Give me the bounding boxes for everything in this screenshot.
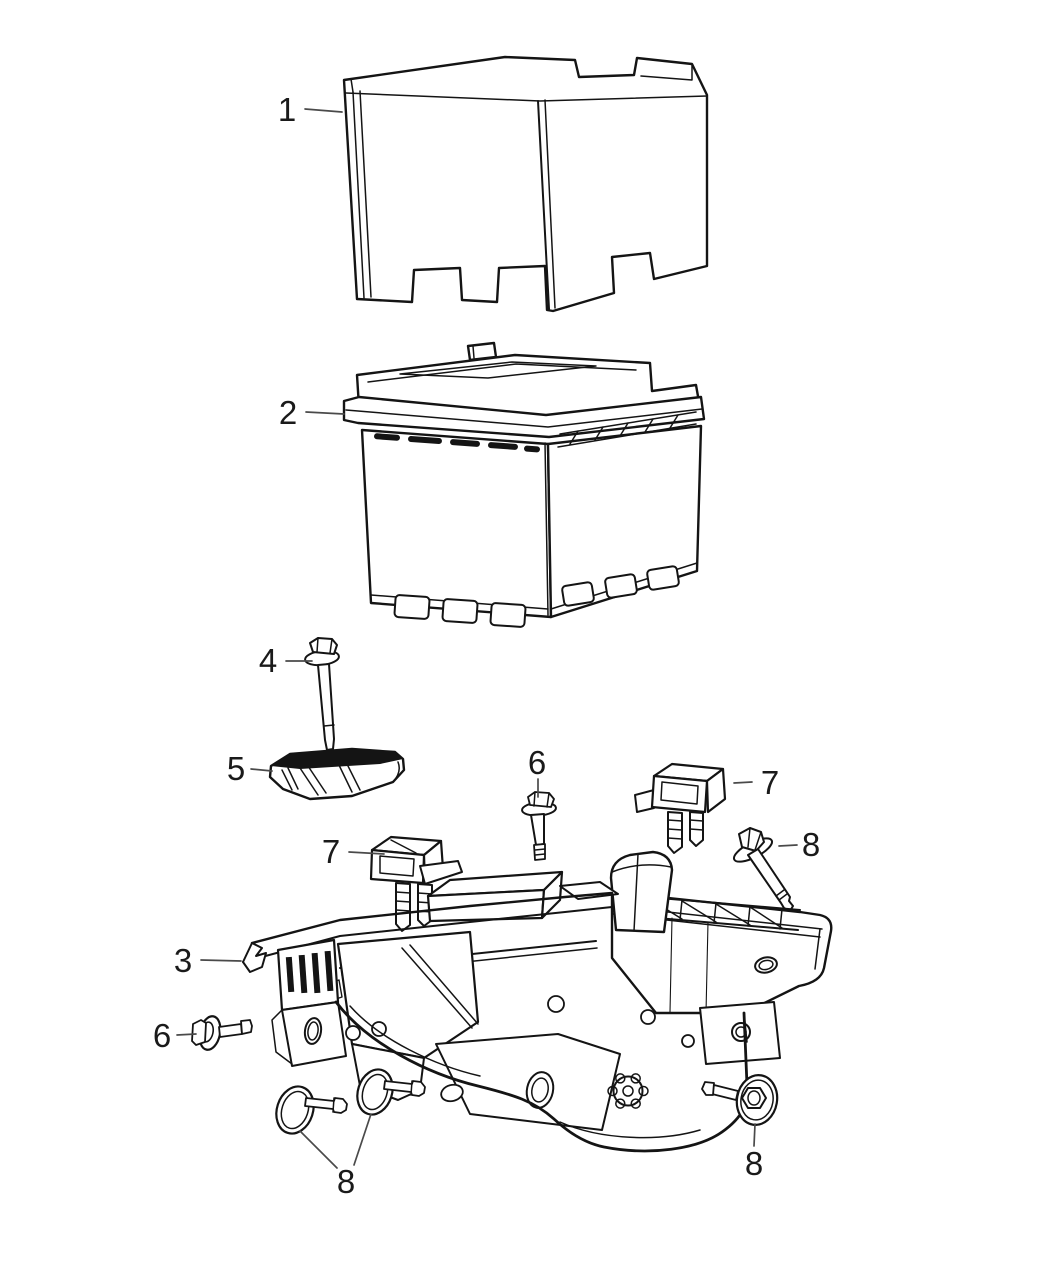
- callout-6-left-label: 6: [153, 1017, 171, 1054]
- right-bolt-drawing: [732, 827, 794, 912]
- hold-down-clamp-drawing: [268, 747, 406, 801]
- leader-line: [299, 1130, 338, 1169]
- left-bracket-drawing: [369, 835, 463, 932]
- callout-4-label: 4: [259, 642, 277, 679]
- hold-down-bolt-drawing: [304, 637, 340, 751]
- leader-line: [250, 768, 273, 772]
- callout-2-label: 2: [279, 394, 297, 431]
- callout-7-left-label: 7: [322, 833, 340, 870]
- left-screw-drawing: [191, 1015, 253, 1051]
- upper-screw-drawing: [521, 791, 557, 861]
- leader-line: [200, 959, 242, 962]
- callout-8-bottom-right-label: 8: [745, 1145, 763, 1182]
- callout-8-right-label: 8: [802, 826, 820, 863]
- right-bracket-drawing: [634, 762, 727, 854]
- callout-labels: 1 2 3 4 5 6 6 7 7 8 8 8: [153, 91, 820, 1200]
- callout-5-label: 5: [227, 750, 245, 787]
- leader-line: [176, 1033, 197, 1036]
- push-pin-left-drawing: [275, 1085, 348, 1135]
- leader-line: [353, 1113, 372, 1166]
- callout-7-right-label: 7: [761, 764, 779, 801]
- leader-line: [304, 108, 343, 113]
- callout-3-label: 3: [174, 942, 192, 979]
- leader-line: [733, 781, 753, 784]
- leader-line: [753, 1123, 756, 1147]
- leader-line: [305, 411, 345, 415]
- battery-cover-drawing: [342, 55, 709, 313]
- leader-line: [348, 851, 385, 855]
- bottom-right-bolt-drawing: [701, 1074, 779, 1126]
- callout-1-label: 1: [278, 91, 296, 128]
- leader-line: [778, 844, 798, 847]
- push-pin-right-drawing: [356, 1068, 426, 1116]
- leader-lines: [176, 108, 798, 1169]
- callout-8-bottom-left-label: 8: [337, 1163, 355, 1200]
- battery-drawing: [342, 341, 706, 628]
- callout-6-upper-label: 6: [528, 744, 546, 781]
